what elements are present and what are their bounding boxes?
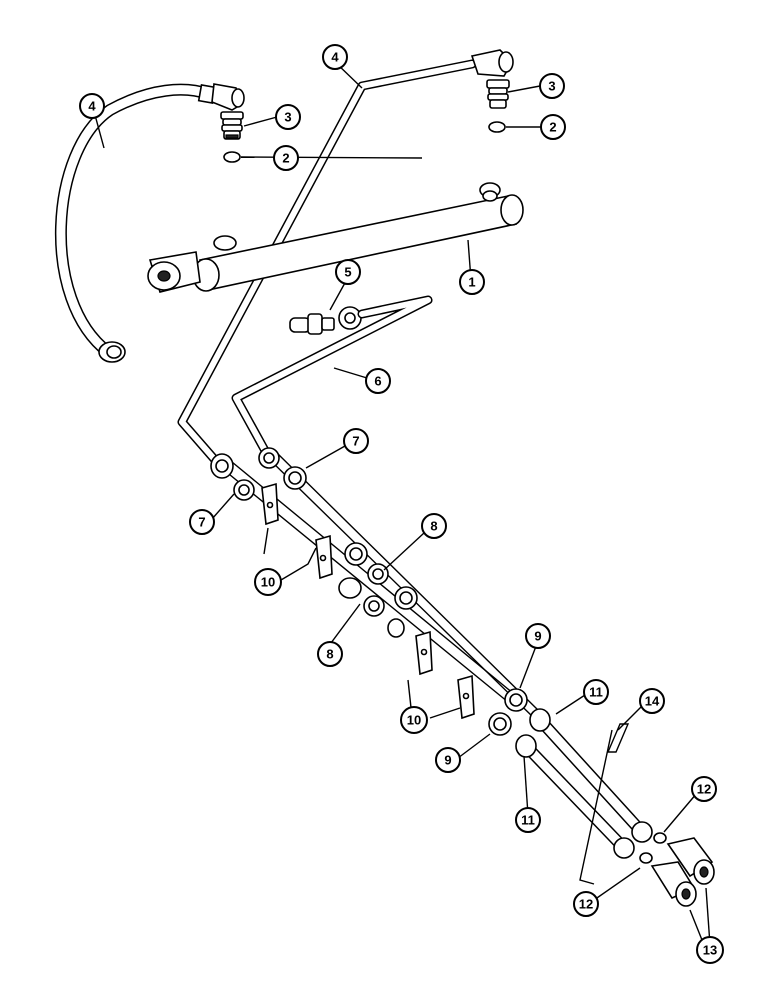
svg-text:10: 10 [407,713,421,728]
svg-text:13: 13 [703,943,717,958]
callout-2-left: 2 [273,145,299,171]
svg-text:3: 3 [284,110,291,125]
callout-2-right: 2 [540,114,566,140]
svg-text:14: 14 [645,694,660,709]
callout-11-lower: 11 [515,807,541,833]
callout-3-right: 3 [539,73,565,99]
callout-10-upper: 10 [254,568,282,596]
svg-text:5: 5 [344,265,351,280]
unions-and-nuts [338,542,418,638]
straight-fitting-and-nut [289,306,362,335]
svg-text:10: 10 [261,575,275,590]
callout-7-upper: 7 [343,428,369,454]
right-o-ring [488,121,506,133]
callout-4-right: 4 [322,44,348,70]
svg-text:8: 8 [430,519,437,534]
svg-text:1: 1 [468,275,475,290]
left-adapter-fitting [220,111,244,140]
svg-text:12: 12 [579,897,593,912]
svg-text:2: 2 [282,151,289,166]
leader-lines [94,61,711,946]
callout-4-left: 4 [79,93,105,119]
callout-10-lower: 10 [400,706,428,734]
svg-text:4: 4 [88,99,96,114]
callout-6: 6 [365,368,391,394]
quick-couplers [639,832,715,907]
callout-11-upper: 11 [583,679,609,705]
svg-text:7: 7 [198,515,205,530]
svg-text:9: 9 [444,753,451,768]
callout-9-upper: 9 [525,623,551,649]
left-o-ring [223,151,241,163]
callout-7-lower: 7 [189,509,215,535]
callout-3-left: 3 [275,104,301,130]
svg-text:11: 11 [589,685,603,700]
callout-8-lower: 8 [317,641,343,667]
callout-14: 14 [639,688,665,714]
callout-12-upper: 12 [691,776,717,802]
svg-text:9: 9 [534,629,541,644]
svg-text:12: 12 [697,782,711,797]
svg-text:2: 2 [549,120,556,135]
callout-9-lower: 9 [435,747,461,773]
right-adapter-fitting [486,79,510,109]
callout-12-lower: 12 [573,891,599,917]
bent-steel-pipe [231,295,433,461]
callouts: 1 2 2 3 3 4 4 5 6 7 7 8 8 9 9 10 10 11 1… [79,44,724,964]
callout-8-upper: 8 [421,513,447,539]
svg-text:3: 3 [548,79,555,94]
svg-text:4: 4 [331,50,339,65]
hose-adapters [488,688,528,736]
callout-1: 1 [459,269,485,295]
callout-5: 5 [335,259,361,285]
support-bracket [579,723,630,885]
left-hydraulic-hose [55,83,245,363]
svg-text:8: 8 [326,647,333,662]
callout-13: 13 [696,936,724,964]
svg-text:11: 11 [521,813,535,828]
tube-nuts-upper [210,447,307,501]
svg-text:7: 7 [352,434,359,449]
hydraulic-cylinder [147,182,524,293]
svg-text:6: 6 [374,374,381,389]
pipe-clamps [261,482,475,720]
lower-hoses [515,708,653,859]
